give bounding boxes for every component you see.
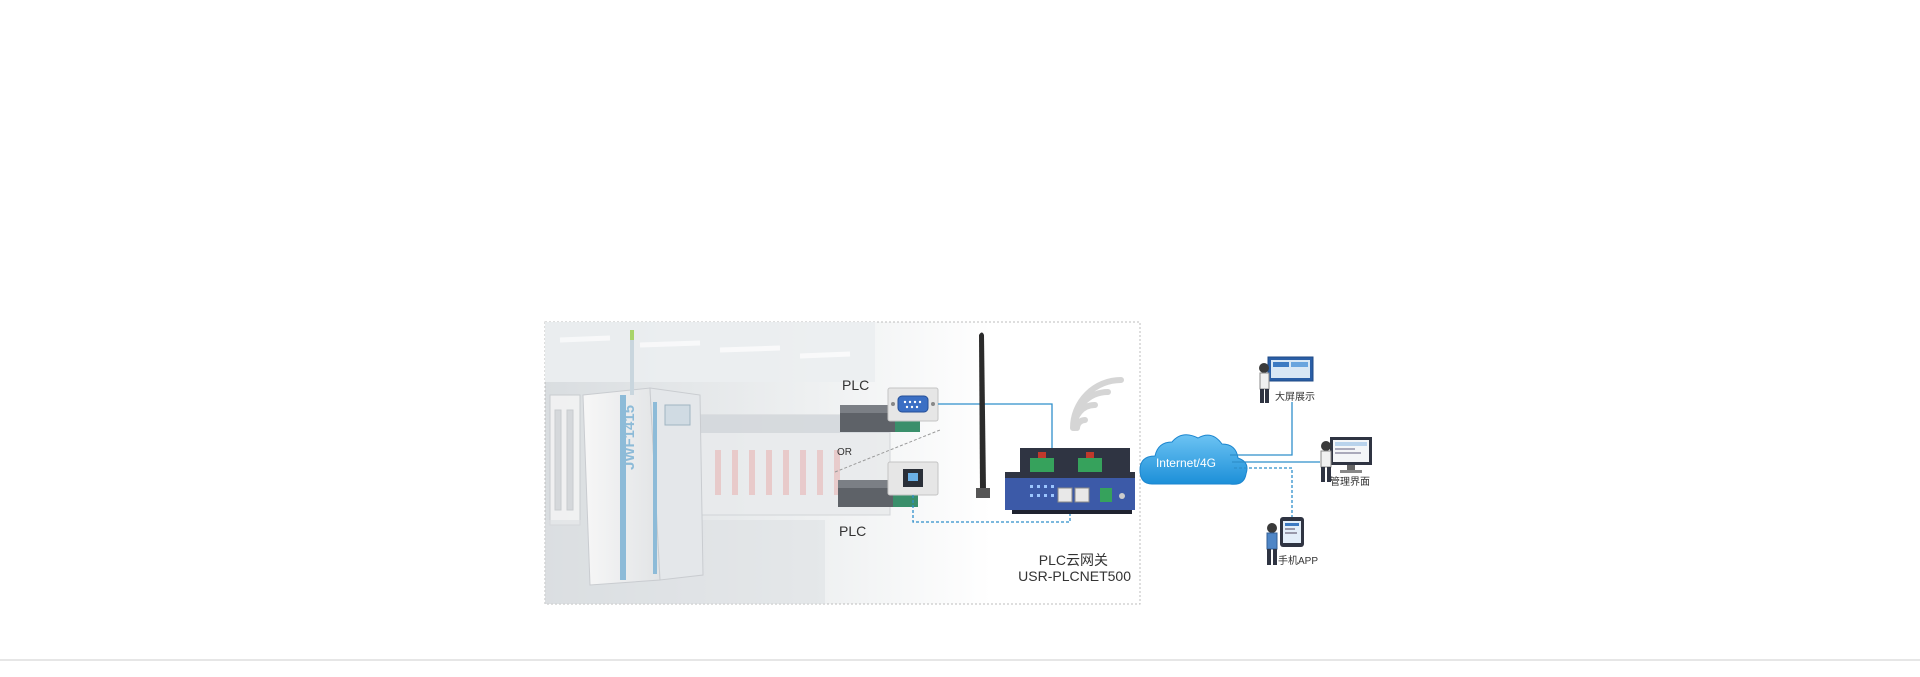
or-label: OR	[837, 447, 852, 458]
management-console-icon	[1320, 437, 1372, 482]
plc-ethernet	[838, 461, 939, 507]
or-divider	[834, 429, 941, 473]
serial-link	[938, 403, 1053, 460]
plc-serial	[840, 387, 939, 432]
internet-cloud: Internet/4G	[1139, 434, 1248, 485]
ethernet-link	[912, 495, 1071, 523]
bottom-divider	[0, 659, 1920, 661]
management-label: 管理界面	[1330, 475, 1370, 488]
machine-label: JWF1415	[621, 405, 638, 470]
plc-gateway-device	[1005, 448, 1135, 514]
plc-top-label: PLC	[842, 377, 869, 393]
antenna	[976, 332, 990, 498]
mobile-app-icon	[1266, 517, 1304, 565]
big-screen-icon	[1259, 356, 1314, 403]
cloud-label: Internet/4G	[1156, 456, 1216, 470]
gateway-model: USR-PLCNET500	[1018, 568, 1131, 584]
plc-bottom-label: PLC	[839, 523, 866, 539]
wifi-signal-icon	[1070, 377, 1124, 431]
mobile-app-label: 手机APP	[1278, 554, 1318, 567]
mobile-link	[1234, 467, 1293, 522]
gateway-name: PLC云网关	[1039, 552, 1108, 568]
textile-machine: JWF1415	[582, 330, 704, 586]
big-screen-label: 大屏展示	[1275, 390, 1315, 403]
cloud-links	[1230, 402, 1320, 463]
